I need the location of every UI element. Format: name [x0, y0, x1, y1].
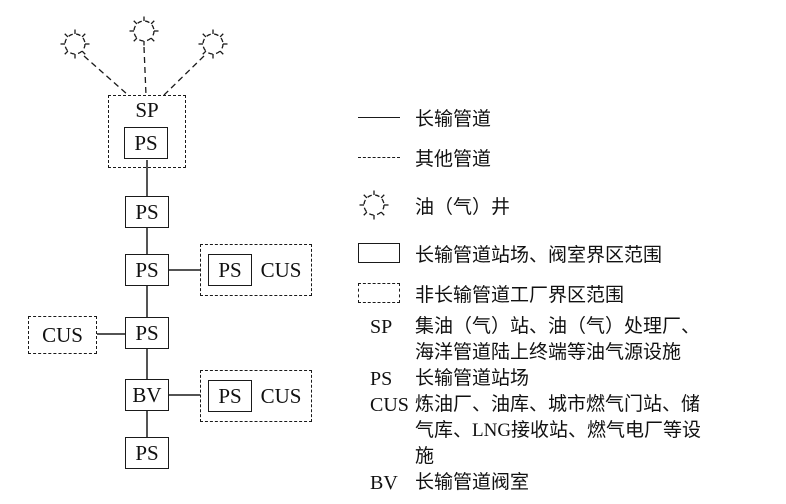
well-icon	[197, 28, 229, 60]
legend-item-dashed-rect: 非长输管道工厂界区范围	[358, 276, 624, 310]
legend-label: 长输管道	[415, 108, 492, 130]
legend-label: 长输管道站场、阀室界区范围	[415, 244, 663, 266]
sp-source-boundary: SP PS	[108, 95, 186, 168]
cus-plant-boundary: CUS	[28, 316, 97, 354]
cus-label: CUS	[260, 257, 302, 282]
term-abbr: CUS	[370, 394, 409, 416]
legend-item-dashed-line: 其他管道	[358, 140, 491, 174]
term-row-cus: CUS 炼油厂、油库、城市燃气门站、储气库、LNG接收站、燃气电厂等设施	[358, 392, 758, 470]
dashed-line-symbol	[358, 156, 402, 158]
term-abbr: SP	[370, 316, 393, 338]
station-box-ps: PS	[125, 196, 169, 228]
legend-item-well: 油（气）井	[358, 188, 510, 222]
sp-label: SP	[135, 98, 159, 122]
well-icon	[358, 189, 402, 221]
legend-label: 油（气）井	[415, 196, 511, 218]
station-box-ps: PS	[125, 437, 169, 469]
station-box-ps: PS	[124, 127, 168, 159]
well-icon	[128, 15, 160, 47]
valve-box-bv: BV	[125, 379, 169, 411]
term-definition: 长输管道阀室	[415, 472, 530, 493]
term-definition: 长输管道站场	[415, 368, 530, 389]
legend-item-solid-rect: 长输管道站场、阀室界区范围	[358, 236, 662, 270]
solid-line-symbol	[358, 116, 402, 118]
pipeline-lines	[97, 160, 200, 437]
abbreviation-list: SP 集油（气）站、油（气）处理厂、海洋管道陆上终端等油气源设施 PS 长输管道…	[358, 314, 758, 496]
term-row-ps: PS 长输管道站场	[358, 366, 758, 392]
station-box-ps: PS	[125, 317, 169, 349]
cus-label: CUS	[42, 322, 83, 347]
legend-label: 非长输管道工厂界区范围	[415, 284, 625, 306]
legend-item-solid-line: 长输管道	[358, 100, 491, 134]
legend: 长输管道 其他管道 油（气）井 长输管道站场、阀室界区范围 非长输管道工厂界区范…	[358, 100, 778, 494]
term-definition: 炼油厂、油库、城市燃气门站、储气库、LNG接收站、燃气电厂等设施	[415, 394, 702, 467]
station-box-ps: PS	[125, 254, 169, 286]
well-connector-lines	[83, 46, 205, 96]
well-icon	[59, 28, 91, 60]
term-definition: 集油（气）站、油（气）处理厂、海洋管道陆上终端等油气源设施	[415, 316, 701, 363]
cus-label: CUS	[260, 383, 302, 408]
cus-plant-boundary: PS CUS	[200, 244, 312, 296]
legend-label: 其他管道	[415, 148, 492, 170]
station-box-ps: PS	[208, 380, 252, 412]
station-box-ps: PS	[208, 254, 252, 286]
term-abbr: PS	[370, 368, 393, 390]
dashed-rect-symbol	[358, 283, 402, 303]
solid-rect-symbol	[358, 243, 402, 263]
term-abbr: BV	[370, 472, 398, 494]
term-row-sp: SP 集油（气）站、油（气）处理厂、海洋管道陆上终端等油气源设施	[358, 314, 758, 366]
term-row-bv: BV 长输管道阀室	[358, 470, 758, 496]
cus-plant-boundary: PS CUS	[200, 370, 312, 422]
